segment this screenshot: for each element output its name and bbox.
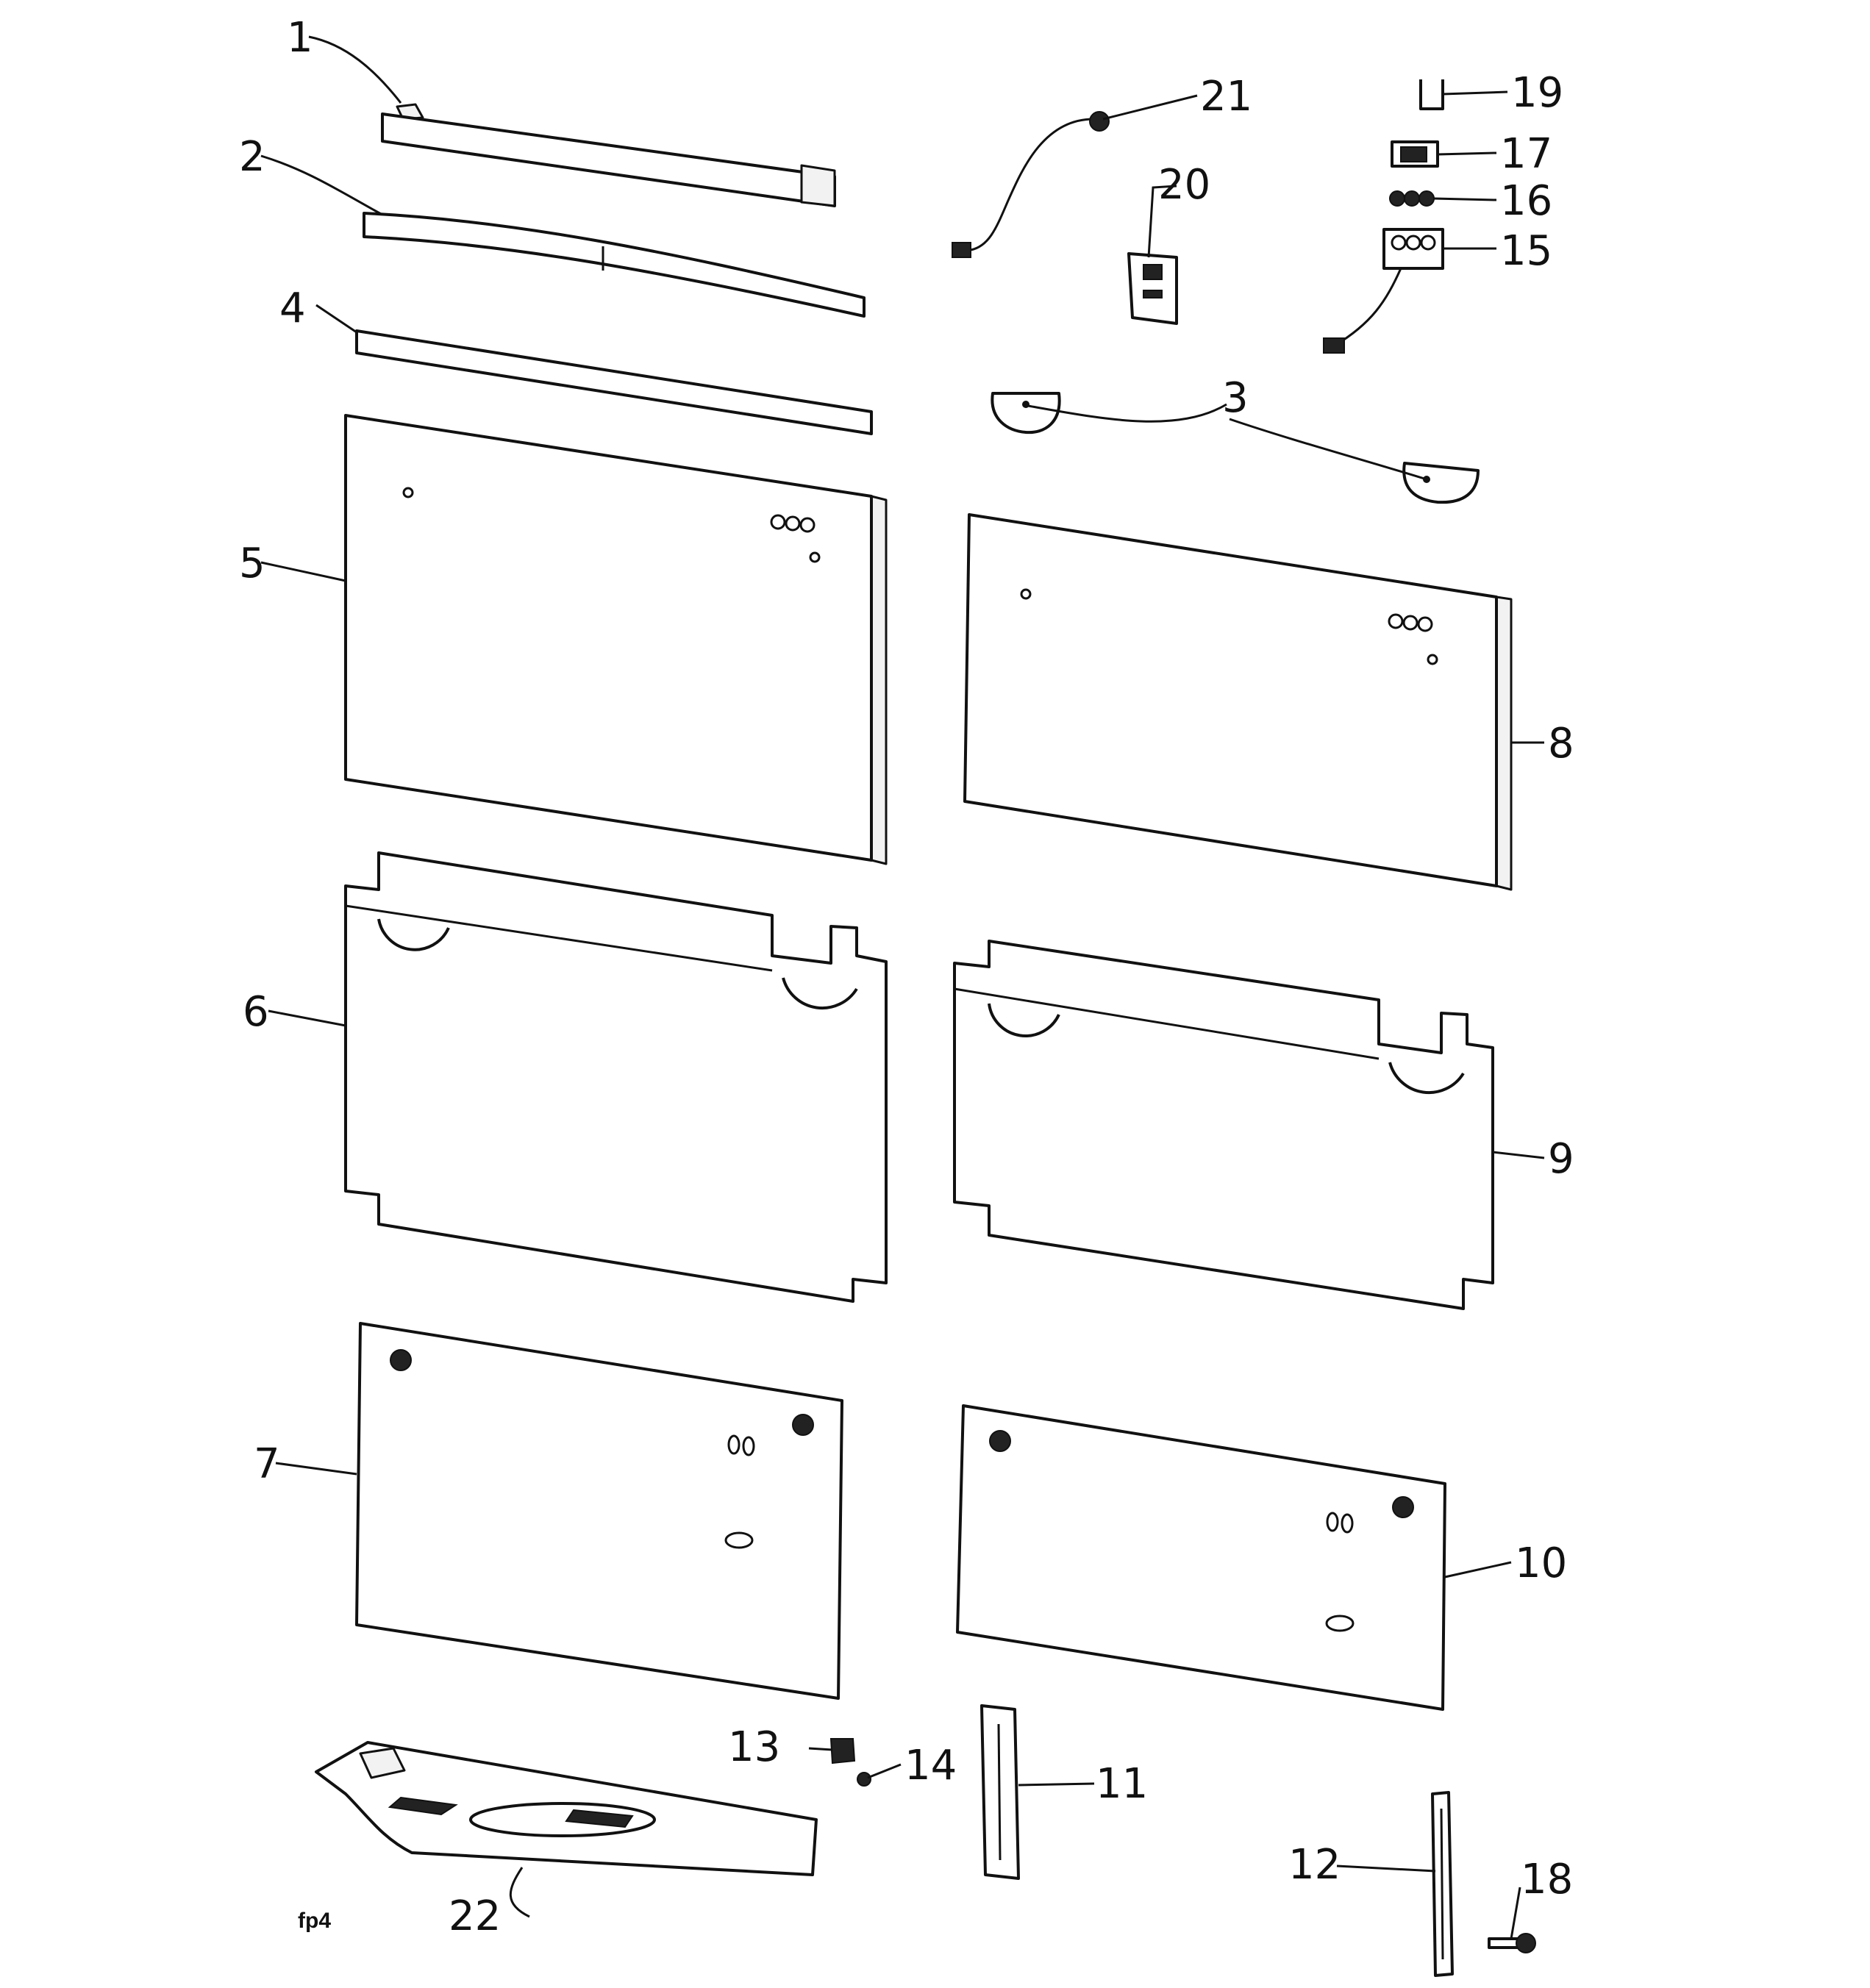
callout-6: 6: [243, 988, 269, 1036]
callout-21: 21: [1200, 73, 1252, 121]
callout-20: 20: [1158, 161, 1210, 209]
callout-17: 17: [1500, 130, 1552, 178]
callout-5: 5: [239, 540, 265, 587]
part-15-switch-board: [1323, 228, 1444, 354]
callout-3: 3: [1222, 374, 1249, 422]
part-19-clip: [1419, 79, 1444, 110]
callout-13: 13: [728, 1723, 780, 1771]
part-9-foam-panel: [953, 940, 1494, 1310]
part-11-hinge: [980, 1704, 1020, 1880]
callout-14: 14: [904, 1742, 957, 1789]
callout-1: 1: [287, 14, 313, 62]
part-16-buttons: [1389, 190, 1435, 207]
part-22-bottom-bracket: [315, 1741, 818, 1876]
callout-2: 2: [239, 133, 265, 181]
part-6-foam-panel: [344, 851, 888, 1303]
part-10-back-plate: [956, 1404, 1446, 1711]
callout-19: 19: [1511, 69, 1563, 117]
callout-16: 16: [1500, 177, 1552, 225]
callout-4: 4: [279, 285, 306, 332]
part-2-trim: [363, 212, 866, 318]
figure-caption: fp4: [298, 1909, 331, 1933]
callout-8: 8: [1548, 720, 1574, 768]
callout-18: 18: [1521, 1856, 1573, 1903]
part-13-clip: [829, 1738, 856, 1764]
callout-10: 10: [1515, 1540, 1567, 1587]
callout-15: 15: [1500, 227, 1552, 275]
part-17-bracket: [1391, 140, 1439, 168]
callout-labels: 1 2 4 5 6 7 8 9 10 11 12 13 14 15 16 17 …: [239, 14, 1574, 1940]
part-4-strip: [355, 329, 873, 435]
leader-lines: [260, 35, 1545, 1939]
part-1-handle: [381, 103, 836, 207]
callout-11: 11: [1096, 1760, 1148, 1808]
callout-7: 7: [254, 1440, 280, 1488]
part-5-panel: [344, 414, 888, 865]
part-21-cable: [952, 111, 1110, 258]
callout-22: 22: [449, 1892, 501, 1940]
part-8-panel: [963, 513, 1513, 891]
part-12-hinge: [1431, 1791, 1454, 1977]
part-14-screw: [857, 1772, 871, 1787]
part-7-back-plate: [355, 1322, 843, 1700]
callout-12: 12: [1288, 1841, 1341, 1889]
part-3-end-caps: [991, 392, 1480, 504]
callout-9: 9: [1548, 1135, 1574, 1183]
part-18-pin: [1488, 1933, 1536, 1953]
part-20-connector: [1127, 252, 1178, 325]
